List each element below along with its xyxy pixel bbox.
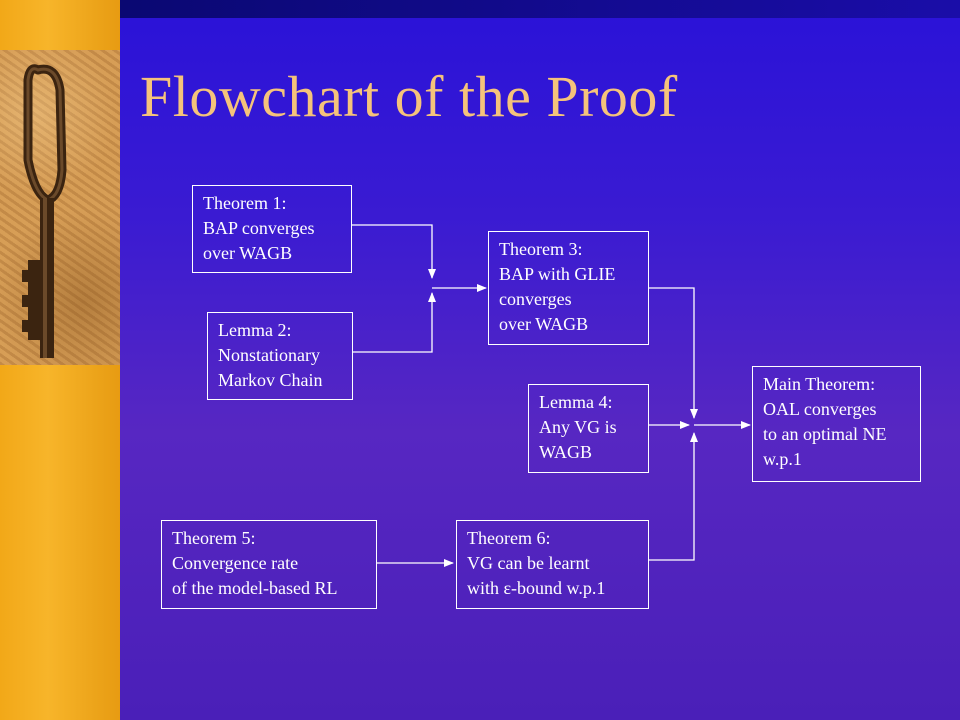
box-theorem5: Theorem 5: Convergence rate of the model… [161,520,377,609]
connector-theorem6 [649,432,698,561]
left-accent-panel [0,0,120,720]
box-line: Convergence rate [172,553,299,573]
box-line: Any VG is [539,417,617,437]
box-main-theorem: Main Theorem: OAL converges to an optima… [752,366,921,482]
top-dark-strip [120,0,960,18]
key-photo [0,50,120,365]
box-line: converges [499,289,572,309]
box-theorem6: Theorem 6: VG can be learnt with ε-bound… [456,520,649,609]
box-line: Theorem 6: [467,528,551,548]
box-line: BAP with GLIE [499,264,616,284]
box-line: BAP converges [203,218,315,238]
antique-key-icon [22,64,67,358]
box-line: WAGB [539,442,592,462]
box-line: VG can be learnt [467,553,590,573]
connector-theorem3 [649,287,698,419]
box-line: Lemma 4: [539,392,613,412]
box-line: w.p.1 [763,449,802,469]
box-line: Theorem 3: [499,239,583,259]
box-line: Lemma 2: [218,320,292,340]
connector-theorem1 [352,224,436,279]
box-lemma4: Lemma 4: Any VG is WAGB [528,384,649,473]
box-line: OAL converges [763,399,877,419]
box-line: Theorem 1: [203,193,287,213]
box-theorem3: Theorem 3: BAP with GLIE converges over … [488,231,649,345]
box-line: to an optimal NE [763,424,887,444]
box-line: Theorem 5: [172,528,256,548]
box-line: Nonstationary [218,345,320,365]
box-line: of the model-based RL [172,578,338,598]
connector-lemma2 [352,292,436,353]
box-lemma2: Lemma 2: Nonstationary Markov Chain [207,312,353,400]
box-line: over WAGB [499,314,589,334]
box-theorem1: Theorem 1: BAP converges over WAGB [192,185,352,273]
box-line: Markov Chain [218,370,323,390]
slide-title: Flowchart of the Proof [140,64,678,129]
box-line: over WAGB [203,243,293,263]
box-line: with ε-bound w.p.1 [467,578,606,598]
box-line: Main Theorem: [763,374,876,394]
